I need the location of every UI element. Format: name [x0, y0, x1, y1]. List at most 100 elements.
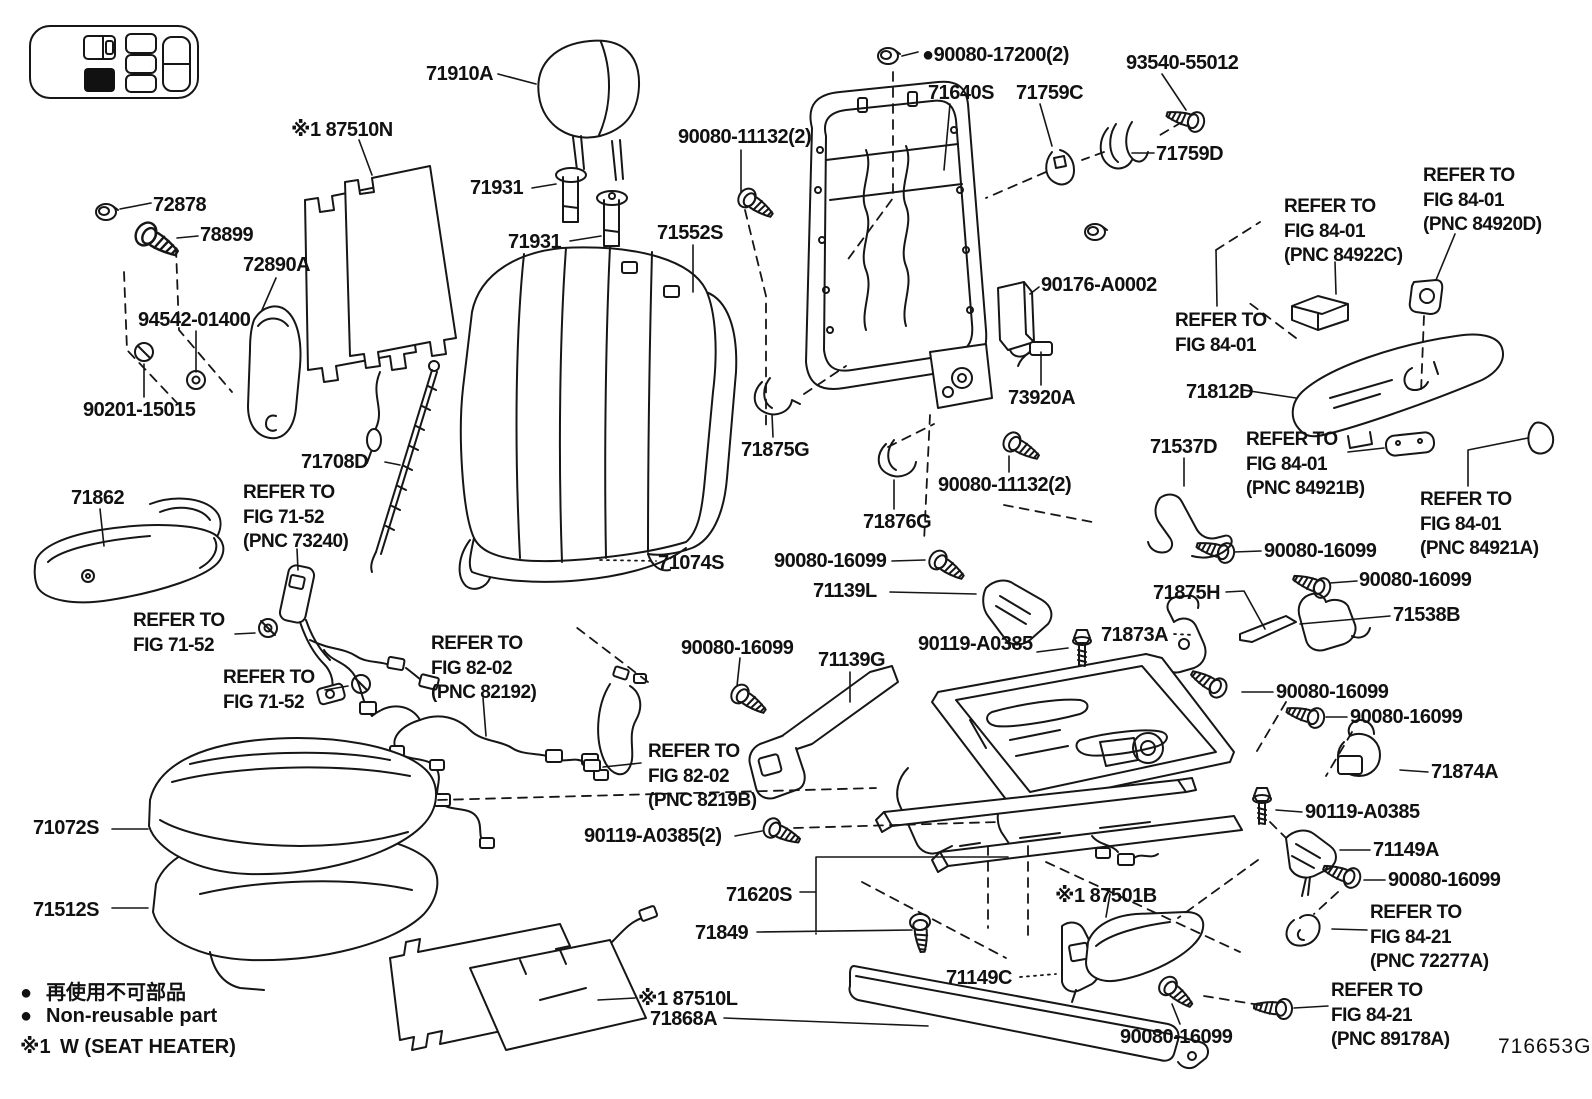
part-label-78899: 78899	[200, 224, 254, 246]
seatback-frame-drawing	[805, 80, 993, 409]
headrest-bracket-clip-drawings	[1045, 121, 1149, 186]
part-label-71812D: 71812D	[1186, 381, 1254, 403]
refer-note-84922C: REFER TO FIG 84-01 (PNC 84922C)	[1284, 196, 1403, 267]
heater-shield-87501b-drawing	[1085, 911, 1205, 982]
fastener-drawings	[95, 47, 1364, 1021]
part-label-71931-b: 71931	[508, 231, 562, 253]
part-label-71759D: 71759D	[1156, 143, 1224, 165]
part-label-71538B: 71538B	[1393, 604, 1461, 626]
part-label-90176-A0002: 90176-A0002	[1041, 274, 1157, 296]
part-label-71874A: 71874A	[1431, 761, 1499, 783]
part-label-71074S: 71074S	[658, 552, 724, 574]
part-label-71931-a: 71931	[470, 177, 524, 199]
seat-sub-harness-drawing	[583, 665, 647, 776]
part-label-71512S: 71512S	[33, 899, 99, 921]
refer-note-fig84-01: REFER TO FIG 84-01	[1175, 310, 1267, 356]
dashed-assembly-lines	[123, 71, 1425, 1007]
part-label-90119-A0385-2: 90119-A0385(2)	[584, 825, 722, 847]
part-label-90080-16099-h: 90080-16099	[1388, 869, 1501, 891]
part-label-71876G: 71876G	[863, 511, 932, 533]
seat-track-cover-panel-drawing	[848, 965, 1209, 1070]
refer-note-84920D: REFER TO FIG 84-01 (PNC 84920D)	[1423, 165, 1542, 236]
seat-track-shield-drawing	[748, 665, 899, 800]
part-label-90080-16099-a: 90080-16099	[1264, 540, 1377, 562]
seatback-cover-drawing	[458, 246, 738, 590]
part-label-73920A: 73920A	[1008, 387, 1076, 409]
part-label-90080-11132-a: 90080-11132(2)	[678, 126, 812, 148]
clip-72277a-drawing	[1285, 914, 1321, 947]
part-label-93540-55012: 93540-55012	[1126, 52, 1239, 74]
part-label-72878: 72878	[153, 194, 207, 216]
figure-code: 716653G	[1498, 1035, 1592, 1058]
note-mark: ※1	[20, 1036, 51, 1058]
nut-72878	[95, 203, 119, 221]
part-label-90201-15015: 90201-15015	[83, 399, 196, 421]
part-label-71873A: 71873A	[1101, 624, 1169, 646]
part-label-71139G: 71139G	[818, 649, 886, 671]
recliner-cover-bracket-drawing	[1147, 493, 1233, 559]
seat-cushion-heater-pad-drawing	[389, 905, 659, 1051]
part-label-71875H: 71875H	[1153, 582, 1221, 604]
part-label-90080-16099-d: 90080-16099	[681, 637, 794, 659]
part-label-71072S: 71072S	[33, 817, 99, 839]
part-label-71875G: 71875G	[741, 439, 810, 461]
part-label-90080-16099-b: 90080-16099	[1359, 569, 1472, 591]
sensor-box-and-wire-drawing	[997, 281, 1053, 367]
seatback-side-shield-drawing	[247, 305, 302, 440]
seatback-heater-pad-drawing	[304, 165, 457, 464]
part-label-71868A: 71868A	[650, 1008, 718, 1030]
part-label-71910A: 71910A	[426, 63, 494, 85]
recliner-clip-drawings	[753, 377, 917, 478]
refer-note-82192: REFER TO FIG 82-02 (PNC 82192)	[431, 633, 537, 704]
refer-note-fig71-52-b: REFER TO FIG 71-52	[223, 667, 315, 713]
legend-nonreusable-jp: ●再使用不可部品	[20, 982, 186, 1004]
hook-71874a-drawing	[1337, 719, 1381, 777]
leader-lines	[99, 51, 1529, 1027]
part-label-87501B: ※1 87501B	[1055, 885, 1157, 907]
seat-cushion-bracket-drawing	[982, 579, 1053, 646]
part-label-90080-16099-g: 90080-16099	[1350, 706, 1463, 728]
part-label-94542-01400: 94542-01400	[138, 309, 251, 331]
seat-cushion-cover-drawing	[148, 737, 439, 991]
headrest-support-drawing	[555, 167, 628, 247]
filled-circle-icon: ●	[20, 982, 33, 1004]
part-label-71849: 71849	[695, 922, 749, 944]
refer-note-8219B: REFER TO FIG 82-02 (PNC 8219B)	[648, 741, 757, 812]
bracket-71149a-drawing	[1285, 829, 1337, 897]
part-label-71759C: 71759C	[1016, 82, 1084, 104]
seat-track-bracket-drawings-right	[1163, 592, 1371, 674]
refer-note-fig71-52-a: REFER TO FIG 71-52	[133, 610, 225, 656]
refer-note-84921A: REFER TO FIG 84-01 (PNC 84921A)	[1420, 489, 1539, 560]
recliner-switch-and-knob-drawings	[1291, 279, 1555, 457]
seat-position-pictogram	[29, 25, 199, 99]
part-label-90080-11132-b: 90080-11132(2)	[938, 474, 1072, 496]
seat-adjuster-frame-drawing	[875, 653, 1243, 873]
refer-note-72277A: REFER TO FIG 84-21 (PNC 72277A)	[1370, 902, 1489, 973]
part-label-90080-16099-e: 90080-16099	[1120, 1026, 1233, 1048]
legend-nonreusable-en: ●Non-reusable part	[20, 1005, 218, 1027]
headrest-drawing	[537, 39, 641, 181]
part-label-71708D: 71708D	[301, 451, 369, 473]
part-label-90080-16099-c: 90080-16099	[774, 550, 887, 572]
part-label-71149C: 71149C	[946, 967, 1012, 989]
refer-note-73240: REFER TO FIG 71-52 (PNC 73240)	[243, 482, 349, 553]
part-label-71552S: 71552S	[657, 222, 723, 244]
seat-side-cover-left-drawing	[33, 497, 225, 604]
seat-belt-buckle-drawing	[258, 564, 440, 706]
part-label-72890A: 72890A	[243, 254, 311, 276]
dotted-leader-lines	[599, 559, 1195, 978]
part-label-71149A: 71149A	[1373, 839, 1439, 861]
part-label-71139L: 71139L	[813, 580, 877, 602]
refer-note-89178A: REFER TO FIG 84-21 (PNC 89178A)	[1331, 980, 1450, 1051]
part-label-71862: 71862	[71, 487, 125, 509]
part-label-90080-17200: ●90080-17200(2)	[922, 44, 1069, 66]
seat-side-shield-right-drawing	[1291, 333, 1504, 449]
part-label-90119-A0385-a: 90119-A0385	[918, 633, 1033, 655]
part-label-87510L: ※1 87510L	[638, 988, 738, 1010]
part-label-71640S: 71640S	[928, 82, 994, 104]
part-label-71620S: 71620S	[726, 884, 792, 906]
